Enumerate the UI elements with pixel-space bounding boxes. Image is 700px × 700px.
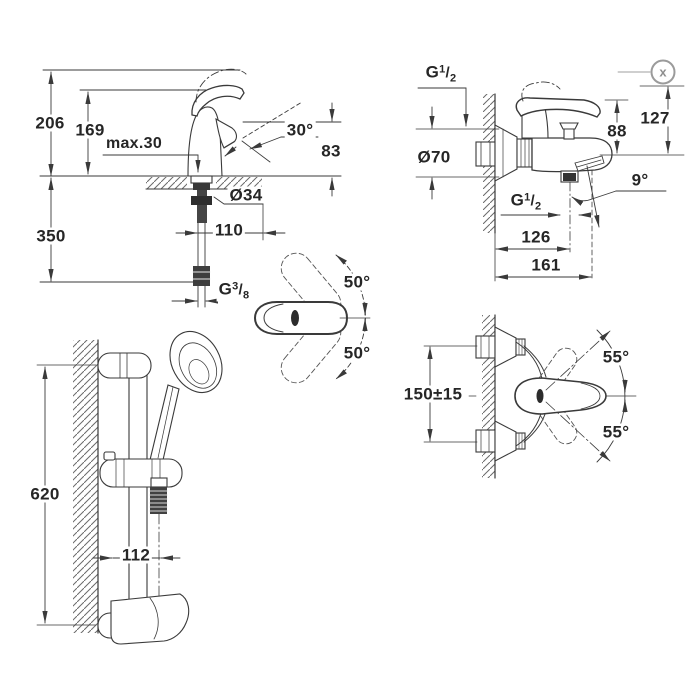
bath-mixer-front-drawing xyxy=(415,71,685,282)
thread-denominator: 8 xyxy=(243,289,250,302)
dim-bath-height-overall: 127 xyxy=(638,108,672,128)
thread-base: G xyxy=(425,62,440,82)
bath-mixer-top-view-drawing xyxy=(423,314,637,479)
thread-slash: / xyxy=(530,192,535,210)
dim-rail-hose-offset: 112 xyxy=(119,545,153,565)
thread-slash: / xyxy=(238,281,243,299)
dim-bath-reach-spout: 161 xyxy=(529,255,563,275)
detail-reference-marker: x xyxy=(650,59,676,85)
dim-bathtop-swing-up: 55° xyxy=(600,347,632,367)
thread-numerator: 1 xyxy=(439,63,446,76)
dim-basin-total-height: 206 xyxy=(33,113,67,133)
thread-denominator: 2 xyxy=(450,72,457,85)
dim-bathtop-swing-down: 55° xyxy=(600,422,632,442)
dim-bath-escutcheon-diameter: Ø70 xyxy=(415,147,453,167)
dim-basin-below-deck: 350 xyxy=(34,226,68,246)
dim-bath-outlet-thread: G1/2 xyxy=(508,190,544,213)
lever-swing-top-view-drawing xyxy=(253,252,371,384)
dim-bath-reach-shower-outlet: 126 xyxy=(519,227,553,247)
dim-basin-outlet-height: 83 xyxy=(319,141,343,161)
dim-basin-spout-angle: 30° xyxy=(284,120,316,140)
thread-denominator: 2 xyxy=(535,200,542,213)
thread-numerator: 1 xyxy=(524,191,531,204)
basin-mixer-front-drawing xyxy=(39,68,342,308)
thread-slash: / xyxy=(445,64,450,82)
dim-basin-spout-reach: 110 xyxy=(212,220,246,240)
dim-basin-deck-max: max.30 xyxy=(103,135,165,152)
shower-rail-set-drawing xyxy=(36,331,223,645)
thread-base: G xyxy=(218,279,233,299)
dim-bath-height-to-lever: 88 xyxy=(605,121,629,141)
dim-bath-inlet-thread: G1/2 xyxy=(423,62,459,85)
detail-marker-glyph: x xyxy=(659,64,667,80)
thread-numerator: 3 xyxy=(232,280,239,293)
dim-lever-swing-down: 50° xyxy=(341,343,373,363)
thread-base: G xyxy=(510,190,525,210)
dim-basin-body-height: 169 xyxy=(73,120,107,140)
dim-bathtop-center-distance: 150±15 xyxy=(401,384,465,404)
dim-rail-height: 620 xyxy=(28,484,62,504)
dim-basin-hole-diameter: Ø34 xyxy=(227,185,265,205)
dim-lever-swing-up: 50° xyxy=(341,272,373,292)
dim-bath-spout-tilt: 9° xyxy=(629,170,651,190)
dim-basin-thread: G3/8 xyxy=(216,279,252,302)
